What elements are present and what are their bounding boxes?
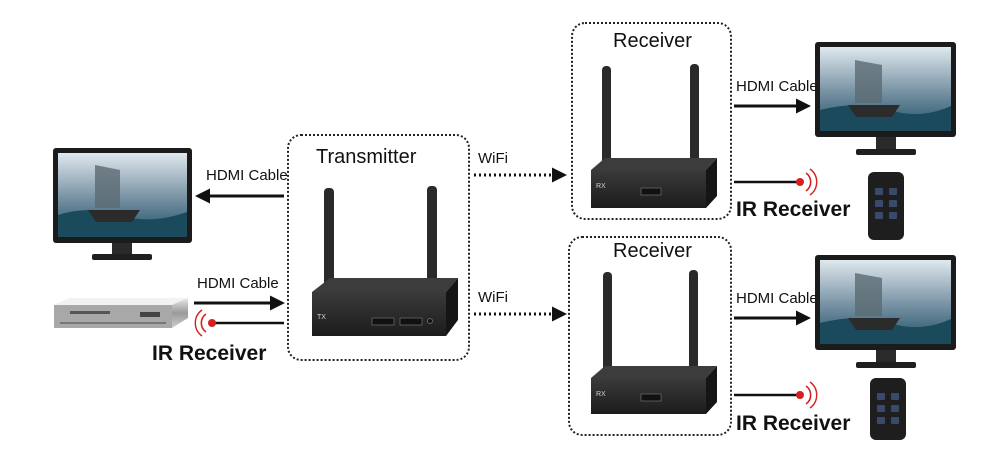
receiver-bottom-ir-label: IR Receiver (736, 412, 851, 435)
wifi-label-bottom: WiFi (478, 289, 508, 306)
wifi-label-top: WiFi (478, 150, 508, 167)
receiver-bottom-title: Receiver (613, 240, 692, 262)
player-hdmi-cable-label: HDMI Cable (197, 275, 279, 292)
receiver-top-title: Receiver (613, 30, 692, 52)
receiver-top-ir-label: IR Receiver (736, 198, 851, 221)
receiver-top-monitor-icon (815, 42, 956, 155)
transmitter-device-label: TX (317, 314, 326, 321)
receiver-group-top (571, 22, 732, 220)
source-monitor-icon (53, 148, 192, 260)
receiver-bottom-monitor-icon (815, 255, 956, 368)
source-ir-sensor-icon (194, 309, 284, 337)
source-ir-receiver-label: IR Receiver (152, 342, 267, 365)
receiver-top-device-icon: RX (591, 64, 717, 208)
receiver-group-bottom (568, 236, 732, 436)
transmitter-group (287, 134, 470, 361)
receiver-bottom-ir-sensor-icon (734, 381, 818, 409)
receiver-top-ir-sensor-icon (734, 168, 818, 196)
receiver-bottom-device-icon: RX (591, 270, 717, 414)
receiver-bottom-remote-icon (870, 378, 906, 440)
receiver-bottom-device-label: RX (596, 391, 606, 398)
media-player-icon (54, 298, 188, 328)
transmitter-title: Transmitter (316, 146, 417, 168)
transmitter-device-icon: TX (312, 186, 458, 336)
receiver-top-device-label: RX (596, 183, 606, 190)
receiver-top-remote-icon (868, 172, 904, 240)
monitor-hdmi-cable-label: HDMI Cable (206, 167, 288, 184)
receiver-top-hdmi-cable-label: HDMI Cable (736, 78, 818, 95)
receiver-bottom-hdmi-cable-label: HDMI Cable (736, 290, 818, 307)
